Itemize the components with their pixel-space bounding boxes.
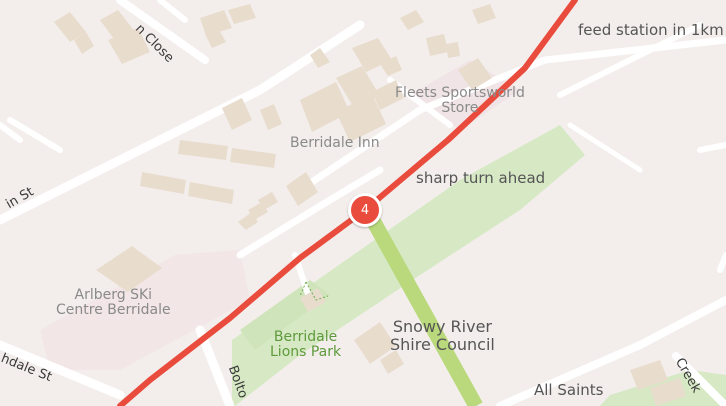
- route-note-sharp-turn: sharp turn ahead: [416, 169, 546, 187]
- place-label-council-line2: Shire Council: [390, 334, 495, 354]
- place-label-all-saints: All Saints: [534, 381, 604, 399]
- place-label-council-line1: Snowy River: [392, 317, 492, 336]
- route-line[interactable]: [117, 0, 578, 406]
- place-label-arlberg-line1: Arlberg SKi: [74, 287, 153, 303]
- place-label-fleets-line2: Store: [441, 100, 479, 117]
- place-label-park-line2: Lions Park: [270, 344, 342, 361]
- place-label-fleets: Fleets Sportsworld Store: [395, 85, 525, 117]
- park-icon: [299, 281, 329, 301]
- buildings: [54, 4, 686, 406]
- residential-area: [40, 250, 250, 370]
- place-label-arlberg-line2: Centre Berridale: [56, 302, 171, 319]
- place-label-council: Snowy River Shire Council: [390, 318, 495, 353]
- waypoint-marker[interactable]: 4: [348, 193, 382, 227]
- place-label-park-line1: Berridale: [273, 329, 338, 345]
- trail-path: [363, 211, 483, 406]
- park-area: [232, 125, 585, 406]
- place-label-lions-park: Berridale Lions Park: [270, 329, 342, 361]
- place-label-fleets-line1: Fleets Sportsworld: [395, 85, 525, 101]
- place-label-inn: Berridale Inn: [290, 135, 380, 151]
- waypoint-number: 4: [360, 202, 370, 218]
- route-note-feed-station: feed station in 1km: [578, 21, 724, 39]
- place-label-arlberg: Arlberg SKi Centre Berridale: [56, 287, 171, 319]
